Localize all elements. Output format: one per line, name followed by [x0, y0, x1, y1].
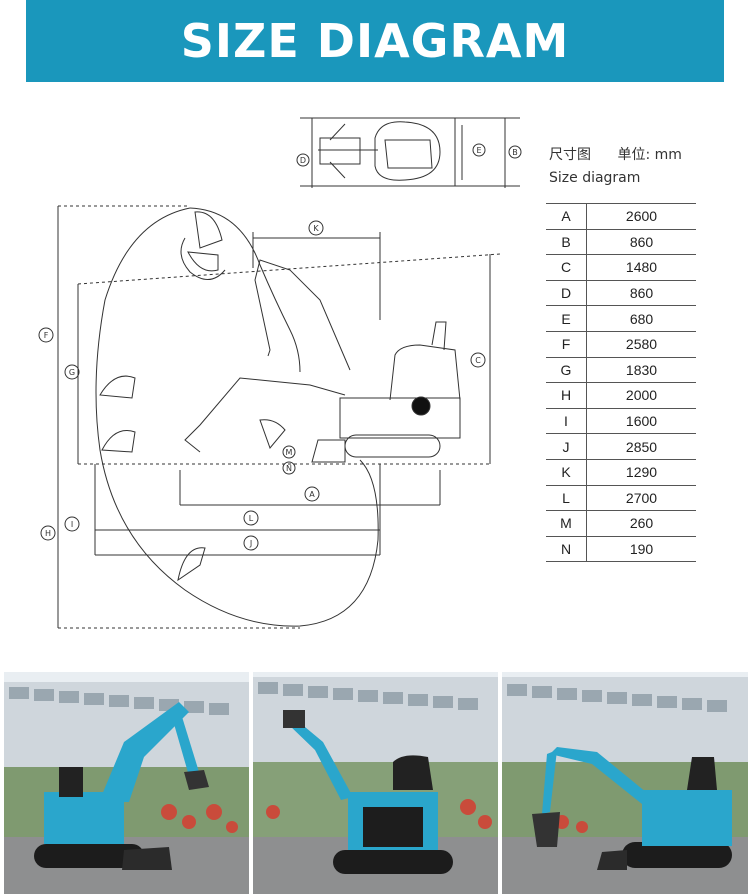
dimension-key: M [546, 510, 587, 537]
marker-a: A [304, 486, 320, 502]
dimension-value: 260 [586, 510, 696, 537]
marker-d: D [296, 153, 310, 167]
dimension-value: 2000 [586, 382, 696, 409]
svg-text:B: B [512, 148, 518, 157]
svg-text:J: J [249, 539, 252, 548]
excavator-photo-rear-view [253, 672, 498, 894]
marker-e: E [472, 143, 486, 157]
dimension-value: 1480 [586, 254, 696, 281]
svg-text:F: F [44, 331, 49, 340]
dimension-value: 1290 [586, 459, 696, 486]
excavator-photo-boom-raised [4, 672, 249, 894]
dimension-value: 2580 [586, 331, 696, 358]
dimension-value: 1830 [586, 357, 696, 384]
size-diagram-drawing: D E B K F G C M N A L I H J [38, 117, 522, 629]
excavator-photo-side-view [502, 672, 748, 894]
svg-text:E: E [476, 146, 481, 155]
dimension-key: N [546, 536, 587, 563]
dimension-key: J [546, 433, 587, 460]
svg-text:A: A [309, 490, 315, 499]
svg-text:K: K [313, 224, 319, 233]
dimension-key: F [546, 331, 587, 358]
legend-english-title: Size diagram [549, 170, 641, 186]
marker-l: L [243, 510, 259, 526]
dimension-key: D [546, 280, 587, 307]
title-banner: SIZE DIAGRAM [26, 0, 724, 82]
marker-n: N [282, 461, 296, 475]
diagram-legend: 尺寸图 单位: mm Size diagram [549, 144, 704, 186]
marker-c: C [470, 352, 486, 368]
dimension-value: 2850 [586, 433, 696, 460]
dimension-value: 2600 [586, 203, 696, 230]
marker-j: J [243, 535, 259, 551]
svg-text:N: N [286, 464, 292, 473]
dimension-key: A [546, 203, 587, 230]
marker-g: G [64, 364, 80, 380]
marker-m: M [282, 445, 296, 459]
page-title: SIZE DIAGRAM [180, 14, 570, 68]
dimension-value: 2700 [586, 485, 696, 512]
dimension-key: C [546, 254, 587, 281]
dimension-key: B [546, 229, 587, 256]
svg-text:M: M [286, 448, 293, 457]
svg-text:H: H [45, 529, 51, 538]
dimension-value: 860 [586, 229, 696, 256]
svg-text:D: D [300, 156, 306, 165]
svg-text:I: I [71, 520, 73, 529]
dimension-key: L [546, 485, 587, 512]
dimension-key: K [546, 459, 587, 486]
dimension-value: 680 [586, 305, 696, 332]
legend-unit: 单位: mm [617, 147, 682, 163]
reach-envelope-curve [95, 207, 379, 627]
svg-text:G: G [69, 368, 75, 377]
marker-i: I [64, 516, 80, 532]
svg-text:C: C [475, 356, 481, 365]
top-view-drawing [300, 117, 520, 188]
marker-b: B [508, 145, 522, 159]
legend-chinese-title: 尺寸图 [549, 147, 591, 163]
photo-strip [0, 672, 750, 894]
dimension-key: G [546, 357, 587, 384]
marker-k: K [308, 220, 324, 236]
marker-f: F [38, 327, 54, 343]
dimension-value: 190 [586, 536, 696, 563]
dimension-key: E [546, 305, 587, 332]
dimension-value: 860 [586, 280, 696, 307]
dimension-value: 1600 [586, 408, 696, 435]
marker-h: H [40, 525, 56, 541]
dimension-key: H [546, 382, 587, 409]
excavator-side-drawing [184, 259, 461, 463]
svg-text:L: L [249, 514, 254, 523]
dimension-key: I [546, 408, 587, 435]
